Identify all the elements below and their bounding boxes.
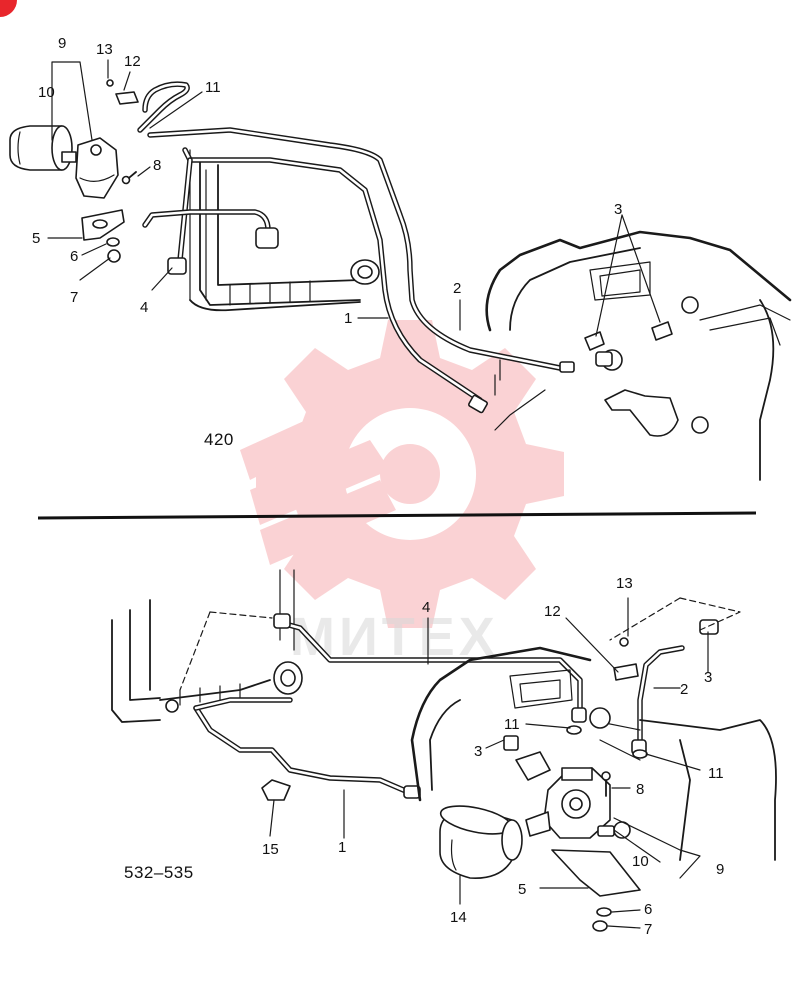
clip-420 bbox=[106, 79, 139, 105]
dashed-leaders-532 bbox=[179, 597, 741, 691]
engine-block-420 bbox=[485, 230, 792, 481]
engine-block-532 bbox=[410, 646, 777, 861]
svg-text:12: 12 bbox=[124, 53, 141, 70]
diagram-label-420: 420 bbox=[204, 430, 234, 449]
svg-text:13: 13 bbox=[616, 575, 633, 592]
svg-text:5: 5 bbox=[518, 881, 526, 898]
svg-text:9: 9 bbox=[58, 35, 66, 52]
bracket-420 bbox=[81, 209, 125, 263]
svg-text:6: 6 bbox=[70, 248, 78, 265]
svg-text:3: 3 bbox=[614, 201, 622, 218]
diagram-532-535: 4 13 12 3 2 11 11 3 8 10 9 1 15 14 5 6 7… bbox=[111, 569, 777, 938]
diagram-label-532-535: 532–535 bbox=[124, 863, 194, 882]
svg-text:15: 15 bbox=[262, 841, 279, 858]
svg-text:5: 5 bbox=[32, 230, 40, 247]
watermark-logo bbox=[240, 320, 564, 628]
svg-text:4: 4 bbox=[422, 599, 430, 616]
svg-text:13: 13 bbox=[96, 41, 113, 58]
svg-text:2: 2 bbox=[680, 681, 688, 698]
svg-text:1: 1 bbox=[344, 310, 352, 327]
svg-text:8: 8 bbox=[153, 157, 161, 174]
svg-text:10: 10 bbox=[632, 853, 649, 870]
clip-532 bbox=[613, 663, 639, 681]
clip-15-532 bbox=[261, 779, 291, 801]
svg-text:14: 14 bbox=[450, 909, 467, 926]
svg-text:2: 2 bbox=[453, 280, 461, 297]
svg-text:7: 7 bbox=[644, 921, 652, 938]
svg-text:3: 3 bbox=[474, 743, 482, 760]
svg-text:6: 6 bbox=[644, 901, 652, 918]
oil-filter-532 bbox=[439, 805, 523, 879]
oil-lines-420 bbox=[142, 127, 575, 414]
diagram-420: 9 10 13 12 11 8 5 6 7 4 1 2 3 420 bbox=[9, 35, 792, 481]
bracket-532 bbox=[551, 849, 641, 897]
svg-text:12: 12 bbox=[544, 603, 561, 620]
svg-text:3: 3 bbox=[704, 669, 712, 686]
radiator-420 bbox=[189, 149, 380, 312]
svg-text:4: 4 bbox=[140, 299, 148, 316]
svg-text:11: 11 bbox=[708, 765, 724, 782]
svg-text:1: 1 bbox=[338, 839, 346, 856]
filter-adapter-420 bbox=[75, 137, 119, 199]
svg-text:7: 7 bbox=[70, 289, 78, 306]
oil-filter-420 bbox=[9, 125, 77, 171]
svg-text:11: 11 bbox=[504, 716, 520, 733]
oil-lines-532 bbox=[193, 613, 719, 799]
svg-text:11: 11 bbox=[205, 79, 221, 96]
corner-badge bbox=[0, 0, 17, 17]
section-divider bbox=[37, 511, 757, 520]
svg-text:9: 9 bbox=[716, 861, 724, 878]
callout-leaders-420 bbox=[47, 59, 661, 337]
radiator-532 bbox=[111, 569, 303, 723]
callout-leaders-532 bbox=[269, 597, 709, 929]
svg-text:10: 10 bbox=[38, 84, 55, 101]
svg-text:8: 8 bbox=[636, 781, 644, 798]
filter-adapter-532 bbox=[525, 767, 615, 839]
